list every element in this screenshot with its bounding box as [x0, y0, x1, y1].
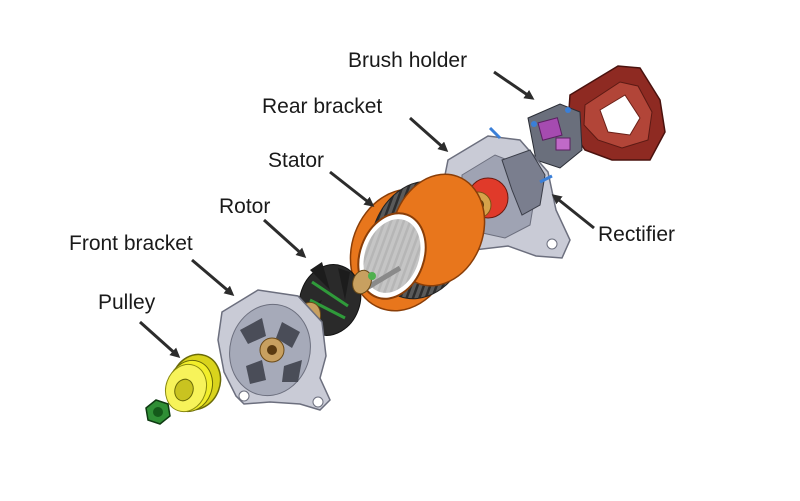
label-pulley: Pulley [98, 291, 156, 314]
arrow-rear-bracket [409, 116, 449, 152]
label-brush-holder: Brush holder [348, 49, 468, 72]
rear-cover [567, 65, 666, 161]
label-rotor: Rotor [219, 195, 271, 218]
front-bracket [217, 289, 331, 411]
label-stator: Stator [268, 149, 325, 172]
label-front-bracket: Front bracket [69, 232, 193, 255]
label-rear-bracket: Rear bracket [262, 95, 383, 118]
arrow-rectifier [551, 194, 595, 230]
nut [145, 399, 171, 425]
label-rectifier: Rectifier [598, 223, 676, 246]
arrow-rotor [262, 218, 307, 259]
stator [349, 173, 486, 312]
leader-arrows [138, 70, 595, 359]
pulley [164, 353, 222, 413]
brush-holder [527, 103, 583, 169]
arrow-stator [329, 170, 375, 207]
arrow-front-bracket [191, 258, 235, 296]
arrow-pulley [138, 320, 181, 359]
arrow-brush-holder [493, 70, 535, 100]
